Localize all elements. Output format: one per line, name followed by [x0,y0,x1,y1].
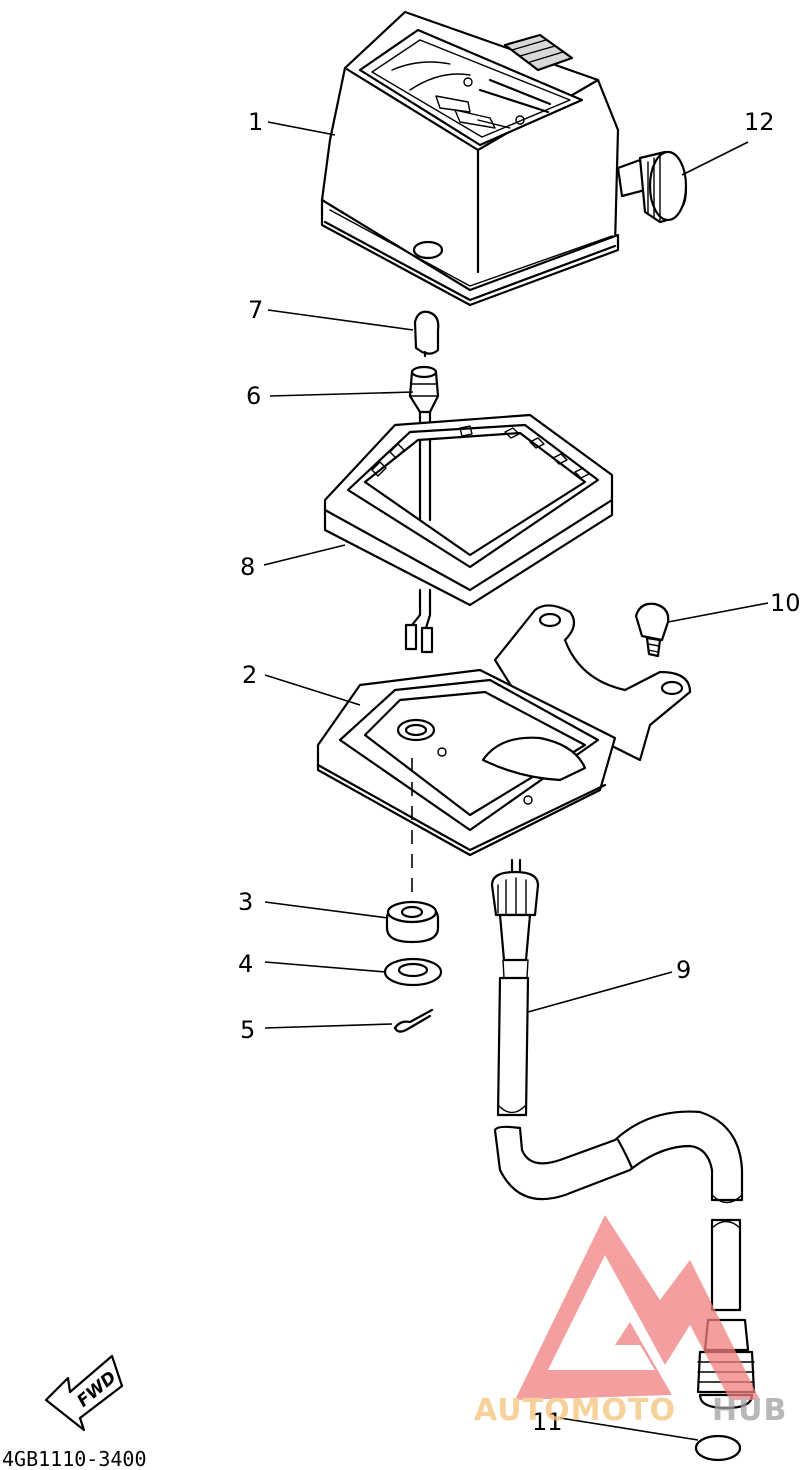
leader-lines [263,121,769,1441]
callout-7: 7 [248,296,263,324]
bulb [413,310,440,358]
diagram-code: 4GB1110-3400 [2,1447,147,1470]
callout-12: 12 [744,108,775,136]
callout-8: 8 [240,553,255,581]
callout-9: 9 [676,956,691,984]
meter-assembly [320,10,620,307]
callout-5: 5 [240,1016,255,1044]
watermark-text-b: HUB [712,1393,787,1428]
meter-case [316,604,692,857]
callout-11: 11 [532,1408,563,1436]
clip [393,1008,434,1033]
speedometer-cable [490,858,756,1410]
fwd-arrow: FWD [44,1354,124,1432]
callout-2: 2 [242,661,257,689]
bolt [634,602,670,658]
o-ring [694,1434,742,1462]
grommet [385,900,440,944]
reset-knob [616,150,688,224]
callout-10: 10 [770,589,800,617]
callout-1: 1 [248,108,263,136]
housing-ring [323,413,614,654]
callout-6: 6 [246,382,261,410]
watermark-text-a: AUTOMOTO [474,1393,676,1428]
callout-4: 4 [238,950,253,978]
callout-3: 3 [238,888,253,916]
watermark-logo-icon [515,1215,760,1400]
watermark: AUTOMOTO HUB [474,1215,787,1428]
callout-labels: 1 2 3 4 5 6 7 8 9 10 11 12 [238,108,800,1436]
washer [383,957,443,987]
